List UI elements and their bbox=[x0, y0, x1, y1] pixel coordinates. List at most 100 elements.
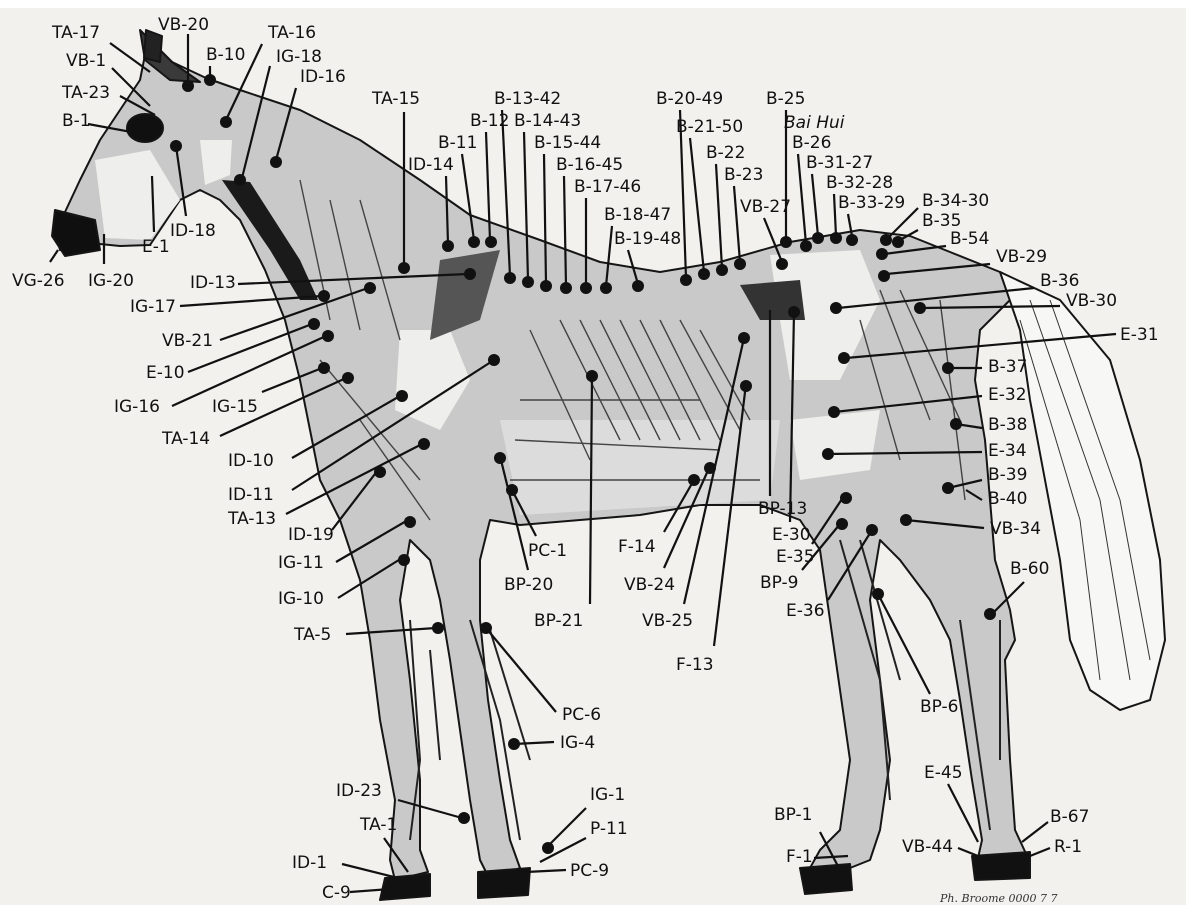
acupoint-label-vb30: VB-30 bbox=[1066, 291, 1117, 311]
acupoint-label-bp20: BP-20 bbox=[504, 575, 553, 595]
acupoint-label-ig20: IG-20 bbox=[88, 271, 134, 291]
acupoint-label-p11: P-11 bbox=[590, 819, 628, 839]
acupoint-dot-ig10 bbox=[398, 554, 410, 566]
acupoint-label-b54: B-54 bbox=[950, 229, 989, 249]
acupoint-label-bp9: BP-9 bbox=[760, 573, 799, 593]
acupoint-dot-e35 bbox=[840, 492, 852, 504]
acupoint-label-vb25: VB-25 bbox=[642, 611, 693, 631]
acupoint-dot-b10 bbox=[204, 74, 216, 86]
acupoint-dot-b36 bbox=[830, 302, 842, 314]
acupoint-label-f13: F-13 bbox=[676, 655, 714, 675]
acupoint-dot-vb29 bbox=[878, 270, 890, 282]
acupoint-label-b3228: B-32-28 bbox=[826, 173, 893, 193]
acupoint-dot-b54 bbox=[876, 248, 888, 260]
acupoint-label-e10: E-10 bbox=[146, 363, 185, 383]
acupoint-dot-e32 bbox=[828, 406, 840, 418]
acupoint-dot-e31 bbox=[838, 352, 850, 364]
acupoint-dot-vb30 bbox=[914, 302, 926, 314]
acupoint-label-id1: ID-1 bbox=[292, 853, 327, 873]
acupoint-label-b1: B-1 bbox=[62, 111, 91, 131]
acupoint-dot-ig11 bbox=[404, 516, 416, 528]
acupoint-label-b38: B-38 bbox=[988, 415, 1027, 435]
acupoint-label-f14: F-14 bbox=[618, 537, 656, 557]
acupoint-dot-f14 bbox=[688, 474, 700, 486]
acupoint-dot-ta14 bbox=[342, 372, 354, 384]
acupoint-dot-b38 bbox=[950, 418, 962, 430]
acupoint-dot-b60 bbox=[984, 608, 996, 620]
acupoint-label-b1746: B-17-46 bbox=[574, 177, 641, 197]
acupoint-label-ta1: TA-1 bbox=[359, 815, 397, 835]
acupoint-label-b12: B-12 bbox=[470, 111, 509, 131]
acupoint-dot-b39 bbox=[942, 482, 954, 494]
acupoint-label-r1: R-1 bbox=[1054, 837, 1082, 857]
acupoint-label-b39: B-39 bbox=[988, 465, 1027, 485]
acupoint-label-id19: ID-19 bbox=[288, 525, 334, 545]
acupoint-label-ig15: IG-15 bbox=[212, 397, 258, 417]
acupoint-dot-b2049 bbox=[680, 274, 692, 286]
acupoint-dot-b1645 bbox=[560, 282, 572, 294]
hoof-hind-left bbox=[800, 864, 852, 894]
acupoint-dot-e10 bbox=[308, 318, 320, 330]
acupoint-label-f1: F-1 bbox=[786, 847, 813, 867]
acupoint-dot-e30 bbox=[788, 306, 800, 318]
acupoint-label-ta15: TA-15 bbox=[371, 89, 420, 109]
acupoint-dot-bp20 bbox=[494, 452, 506, 464]
acupoint-label-b40: B-40 bbox=[988, 489, 1027, 509]
acupoint-label-ta16: TA-16 bbox=[267, 23, 316, 43]
acupoint-label-b3430: B-34-30 bbox=[922, 191, 989, 211]
acupoint-label-bp6: BP-6 bbox=[920, 697, 959, 717]
acupoint-label-b23: B-23 bbox=[724, 165, 763, 185]
acupoint-dot-ta13 bbox=[418, 438, 430, 450]
acupoint-dot-id19 bbox=[374, 466, 386, 478]
acupoint-label-ig1: IG-1 bbox=[590, 785, 625, 805]
hoof-front-right bbox=[478, 868, 530, 898]
light-patch-belly bbox=[500, 420, 780, 515]
acupoint-dot-b3329 bbox=[846, 234, 858, 246]
acupoint-dot-id16 bbox=[270, 156, 282, 168]
acupoint-label-b60: B-60 bbox=[1010, 559, 1049, 579]
acupoint-dot-b1443 bbox=[522, 276, 534, 288]
acupoint-dot-vb20 bbox=[182, 80, 194, 92]
acupoint-label-b1948: B-19-48 bbox=[614, 229, 681, 249]
acupoint-dot-b35 bbox=[892, 236, 904, 248]
acupoint-dot-vb21 bbox=[364, 282, 376, 294]
acupoint-dot-pc1 bbox=[506, 484, 518, 496]
acupoint-dot-ig1 bbox=[542, 842, 554, 854]
acupoint-dot-b1544 bbox=[540, 280, 552, 292]
acupoint-label-ig18: IG-18 bbox=[276, 47, 322, 67]
acupoint-label-b35: B-35 bbox=[922, 211, 961, 231]
acupoint-dot-b2150 bbox=[698, 268, 710, 280]
acupoint-label-b1443: B-14-43 bbox=[514, 111, 581, 131]
light-patch-stifle bbox=[790, 410, 880, 480]
acupoint-label-b1342: B-13-42 bbox=[494, 89, 561, 109]
acupoint-label-vb1: VB-1 bbox=[66, 51, 106, 71]
acupoint-label-b22: B-22 bbox=[706, 143, 745, 163]
acupoint-label-vg26: VG-26 bbox=[12, 271, 65, 291]
acupoint-label-pc9: PC-9 bbox=[570, 861, 609, 881]
acupoint-dot-bp9 bbox=[836, 518, 848, 530]
hoof-front-left bbox=[380, 874, 430, 900]
acupoint-label-vb29: VB-29 bbox=[996, 247, 1047, 267]
acupoint-dot-vb24 bbox=[704, 462, 716, 474]
acupoint-label-b26: B-26 bbox=[792, 133, 831, 153]
acupoint-dot-b1746 bbox=[580, 282, 592, 294]
acupoint-dot-ig16 bbox=[322, 330, 334, 342]
acupoint-dot-ig15 bbox=[318, 362, 330, 374]
acupoint-dot-b1948 bbox=[632, 280, 644, 292]
acupoint-dot-ig17 bbox=[318, 290, 330, 302]
acupoint-label-b2049: B-20-49 bbox=[656, 89, 723, 109]
acupoint-label-b1847: B-18-47 bbox=[604, 205, 671, 225]
acupoint-dot-id18 bbox=[170, 140, 182, 152]
acupoint-dot-b1847 bbox=[600, 282, 612, 294]
acupoint-label-b67: B-67 bbox=[1050, 807, 1089, 827]
acupoint-label-bp13: BP-13 bbox=[758, 499, 807, 519]
acupoint-label-b10: B-10 bbox=[206, 45, 245, 65]
acupoint-label-bp21: BP-21 bbox=[534, 611, 583, 631]
acupoint-dot-b25 bbox=[780, 236, 792, 248]
acupoint-dot-b26 bbox=[800, 240, 812, 252]
acupoint-label-e34: E-34 bbox=[988, 441, 1027, 461]
acupoint-dot-bp21 bbox=[586, 370, 598, 382]
acupoint-label-vb21: VB-21 bbox=[162, 331, 213, 351]
acupoint-dot-vb27 bbox=[776, 258, 788, 270]
